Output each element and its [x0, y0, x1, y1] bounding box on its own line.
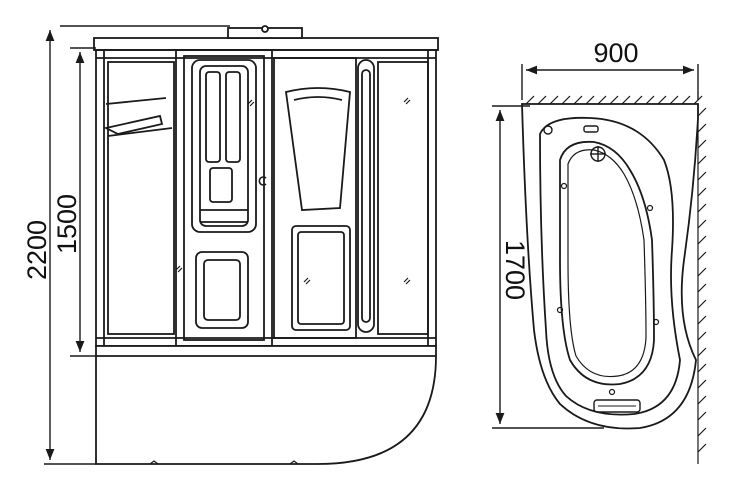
center-door-panel [175, 49, 273, 347]
jet-icons [556, 182, 660, 396]
front-dimensions [44, 25, 230, 465]
right-glass-panel [377, 61, 429, 335]
seat-box [291, 225, 351, 331]
front-view [93, 25, 439, 465]
glass-height-label: 1500 [52, 194, 82, 254]
headrest [593, 399, 641, 413]
grab-bar [357, 59, 375, 333]
shower-tray [95, 345, 437, 465]
cabin-frame [95, 49, 437, 347]
top-dimensions [492, 64, 699, 429]
length-label: 1700 [500, 240, 530, 300]
width-label: 900 [593, 38, 638, 68]
total-height-label: 2200 [22, 220, 52, 280]
seat-panel [273, 57, 357, 339]
glass-glint-icon [247, 99, 255, 107]
top-view [521, 95, 707, 464]
backrest [284, 87, 351, 211]
cabin-roof [93, 25, 439, 51]
faucet-icon [543, 125, 606, 162]
glass-glint-icon [403, 97, 411, 105]
door-handle-icon [258, 176, 267, 186]
left-glass-panel [103, 61, 183, 335]
tub-rim [539, 116, 681, 416]
tub-basin [559, 140, 655, 386]
glass-glint-icon [403, 277, 411, 285]
wall-hatch-top [522, 95, 703, 105]
glass-glint-icon [303, 277, 311, 285]
wall-hatch-right [697, 104, 707, 464]
